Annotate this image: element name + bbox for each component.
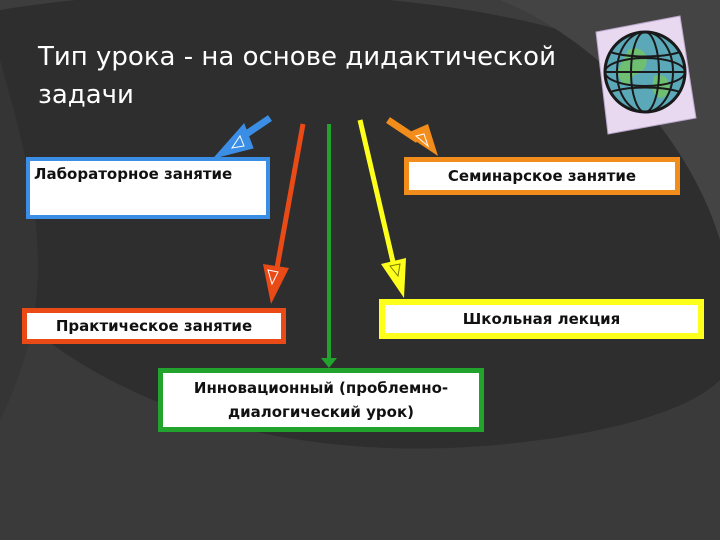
arrow-yellow-head xyxy=(381,258,406,298)
practical-lesson-box: Практическое занятие xyxy=(22,308,286,344)
laboratory-lesson-label: Лабораторное занятие xyxy=(34,165,233,183)
arrow-blue-head xyxy=(212,123,254,159)
innovative-lesson-box: Инновационный (проблемно-диалогический у… xyxy=(158,368,484,432)
arrow-orange-head-mark xyxy=(414,133,430,148)
laboratory-lesson-box: Лабораторное занятие xyxy=(26,157,270,219)
practical-lesson-label: Практическое занятие xyxy=(55,317,253,335)
arrow-yellow-head-mark xyxy=(389,263,401,278)
seminar-lesson-box: Семинарское занятие xyxy=(404,157,680,195)
school-lecture-box: Школьная лекция xyxy=(379,299,704,339)
slide-title: Тип урока - на основе дидактической зада… xyxy=(38,42,556,110)
arrow-red xyxy=(274,123,306,269)
arrow-red-head xyxy=(263,264,289,304)
school-lecture-label: Школьная лекция xyxy=(462,310,621,328)
arrow-green-head xyxy=(321,358,337,368)
arrow-blue-head-mark xyxy=(230,134,245,149)
arrow-red-head-mark xyxy=(267,269,279,286)
globe-icon xyxy=(595,15,697,135)
innovative-lesson-label: Инновационный (проблемно-диалогический у… xyxy=(193,379,449,421)
arrow-yellow xyxy=(357,119,396,263)
seminar-lesson-label: Семинарское занятие xyxy=(447,167,637,185)
